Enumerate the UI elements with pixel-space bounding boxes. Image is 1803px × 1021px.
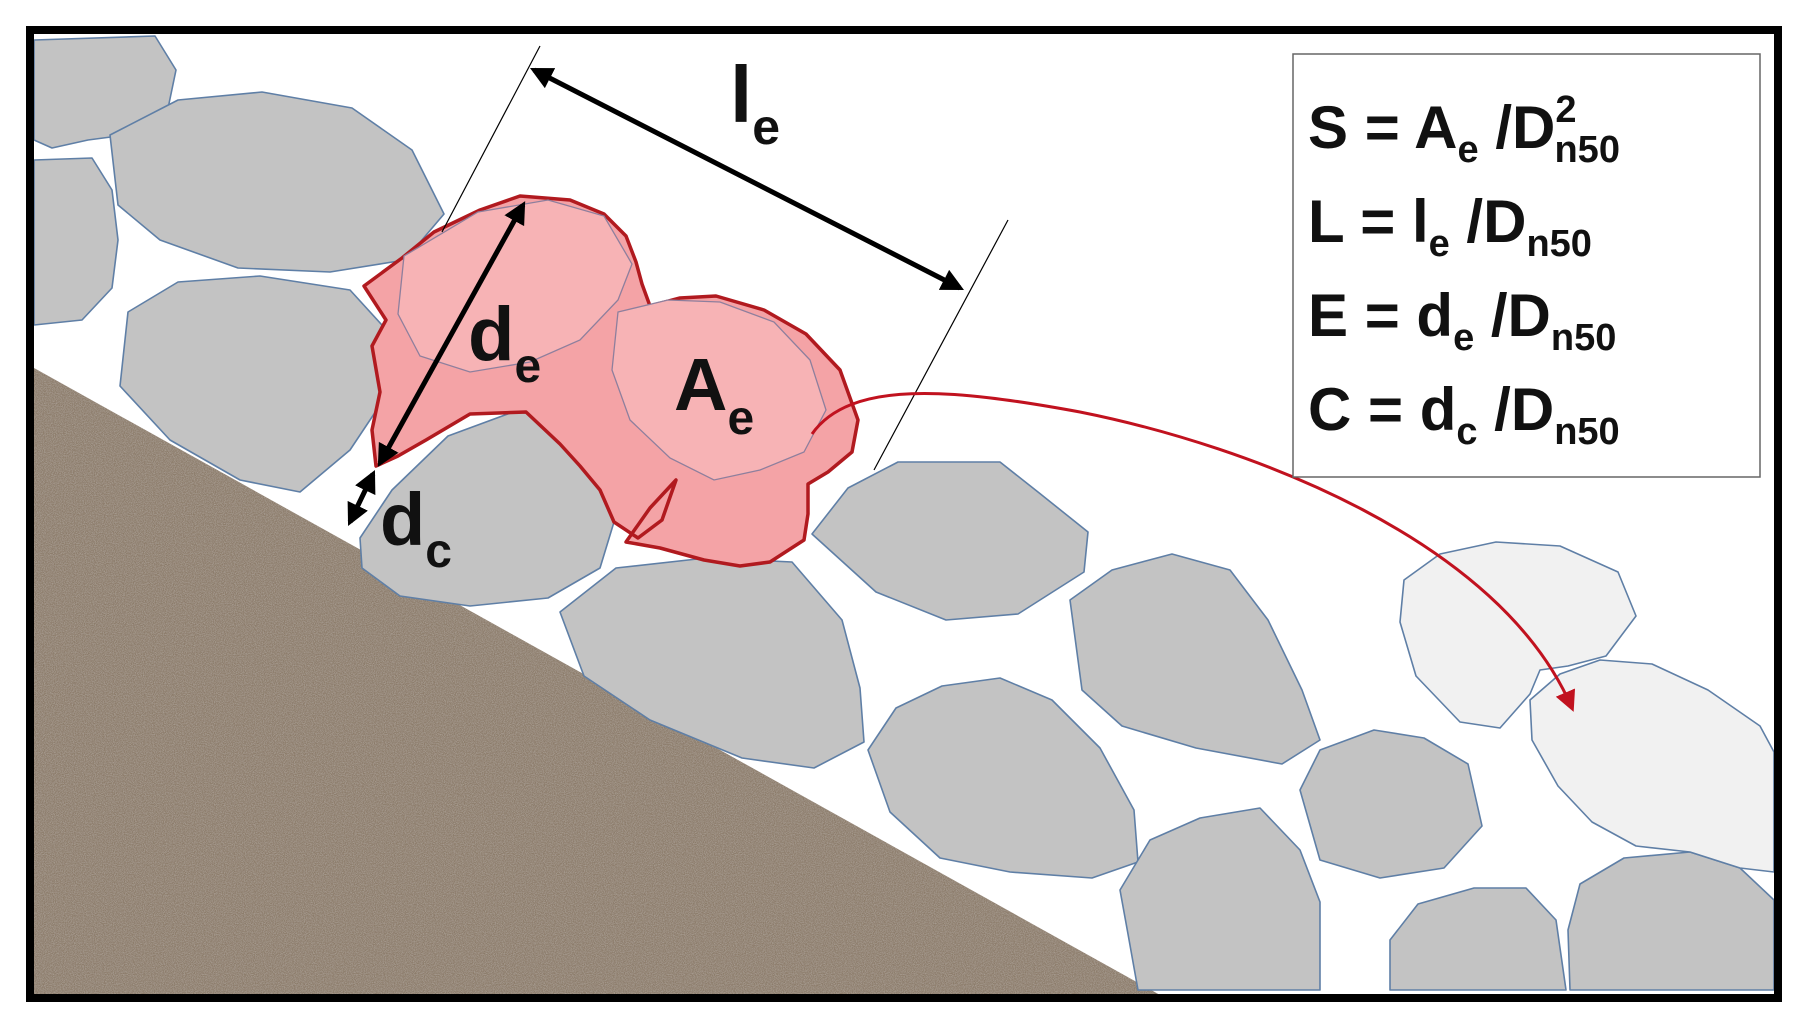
- formula-e: E = de /Dn50: [1308, 282, 1616, 359]
- formula-c: C = dc /Dn50: [1308, 376, 1620, 453]
- label-de: de: [468, 292, 541, 393]
- displaced-rocks: [1399, 541, 1774, 873]
- guide-line-left: [441, 45, 541, 233]
- label-dc: dc: [380, 478, 452, 578]
- de-dimension-arrow: [377, 201, 526, 467]
- le-dimension-arrow: [529, 67, 965, 291]
- dc-dimension-arrow: [347, 469, 376, 527]
- label-le: le: [730, 50, 780, 155]
- guide-line-right: [873, 219, 1009, 471]
- displacement-arrow: [810, 392, 1576, 712]
- formula-l: L = le /Dn50: [1308, 188, 1592, 265]
- label-ae: Ae: [674, 343, 754, 445]
- outer-frame: [26, 26, 1782, 1002]
